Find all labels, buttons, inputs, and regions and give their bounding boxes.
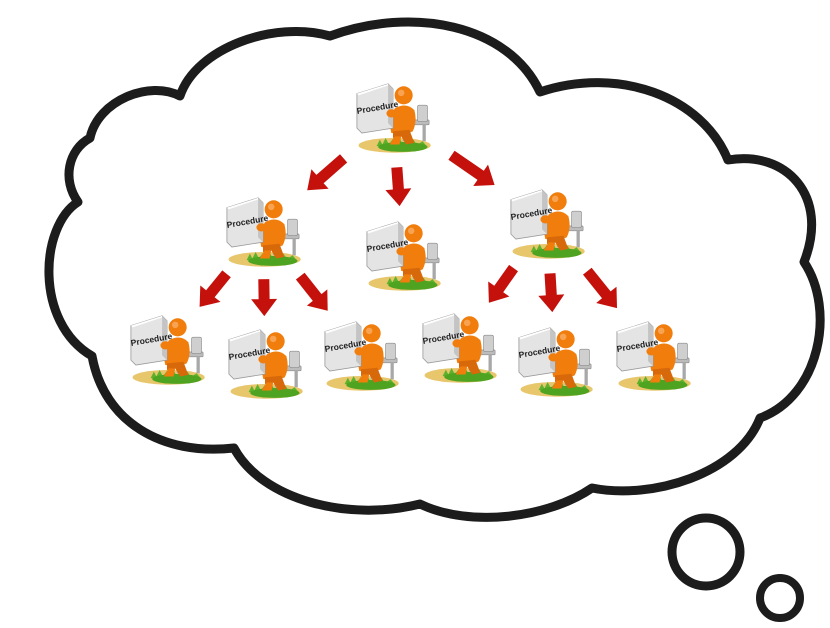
arrows-layer bbox=[199, 150, 617, 317]
nodes-layer: ProcedureProcedureProcedureProcedureProc… bbox=[130, 83, 692, 400]
arrow-L1-2-to-L2-5 bbox=[583, 267, 617, 309]
procedure-reader-node: Procedure bbox=[228, 329, 304, 400]
procedure-reader-node: Procedure bbox=[324, 321, 400, 392]
arrow-L1-0-to-L2-0 bbox=[199, 270, 231, 307]
arrow-L1-0-to-L2-2 bbox=[295, 272, 328, 311]
arrow-L1-0-to-L2-1 bbox=[251, 279, 278, 317]
arrow-L1-2-to-L2-4 bbox=[538, 273, 565, 313]
arrow-L0-0-to-L1-0 bbox=[307, 154, 348, 191]
thought-bubble-large bbox=[667, 513, 745, 591]
procedure-reader-node: Procedure bbox=[366, 221, 442, 292]
arrow-L0-0-to-L1-2 bbox=[448, 150, 495, 186]
procedure-reader-node: Procedure bbox=[226, 197, 302, 268]
arrow-L0-0-to-L1-1 bbox=[385, 167, 412, 207]
procedure-reader-node: Procedure bbox=[616, 321, 692, 392]
procedure-reader-node: Procedure bbox=[356, 83, 432, 154]
procedure-reader-node: Procedure bbox=[422, 313, 498, 384]
arrow-L1-2-to-L2-3 bbox=[488, 264, 518, 303]
thought-bubble-small bbox=[756, 574, 804, 622]
procedure-reader-node: Procedure bbox=[518, 327, 594, 398]
procedure-reader-node: Procedure bbox=[130, 315, 206, 386]
procedure-reader-node: Procedure bbox=[510, 189, 586, 260]
